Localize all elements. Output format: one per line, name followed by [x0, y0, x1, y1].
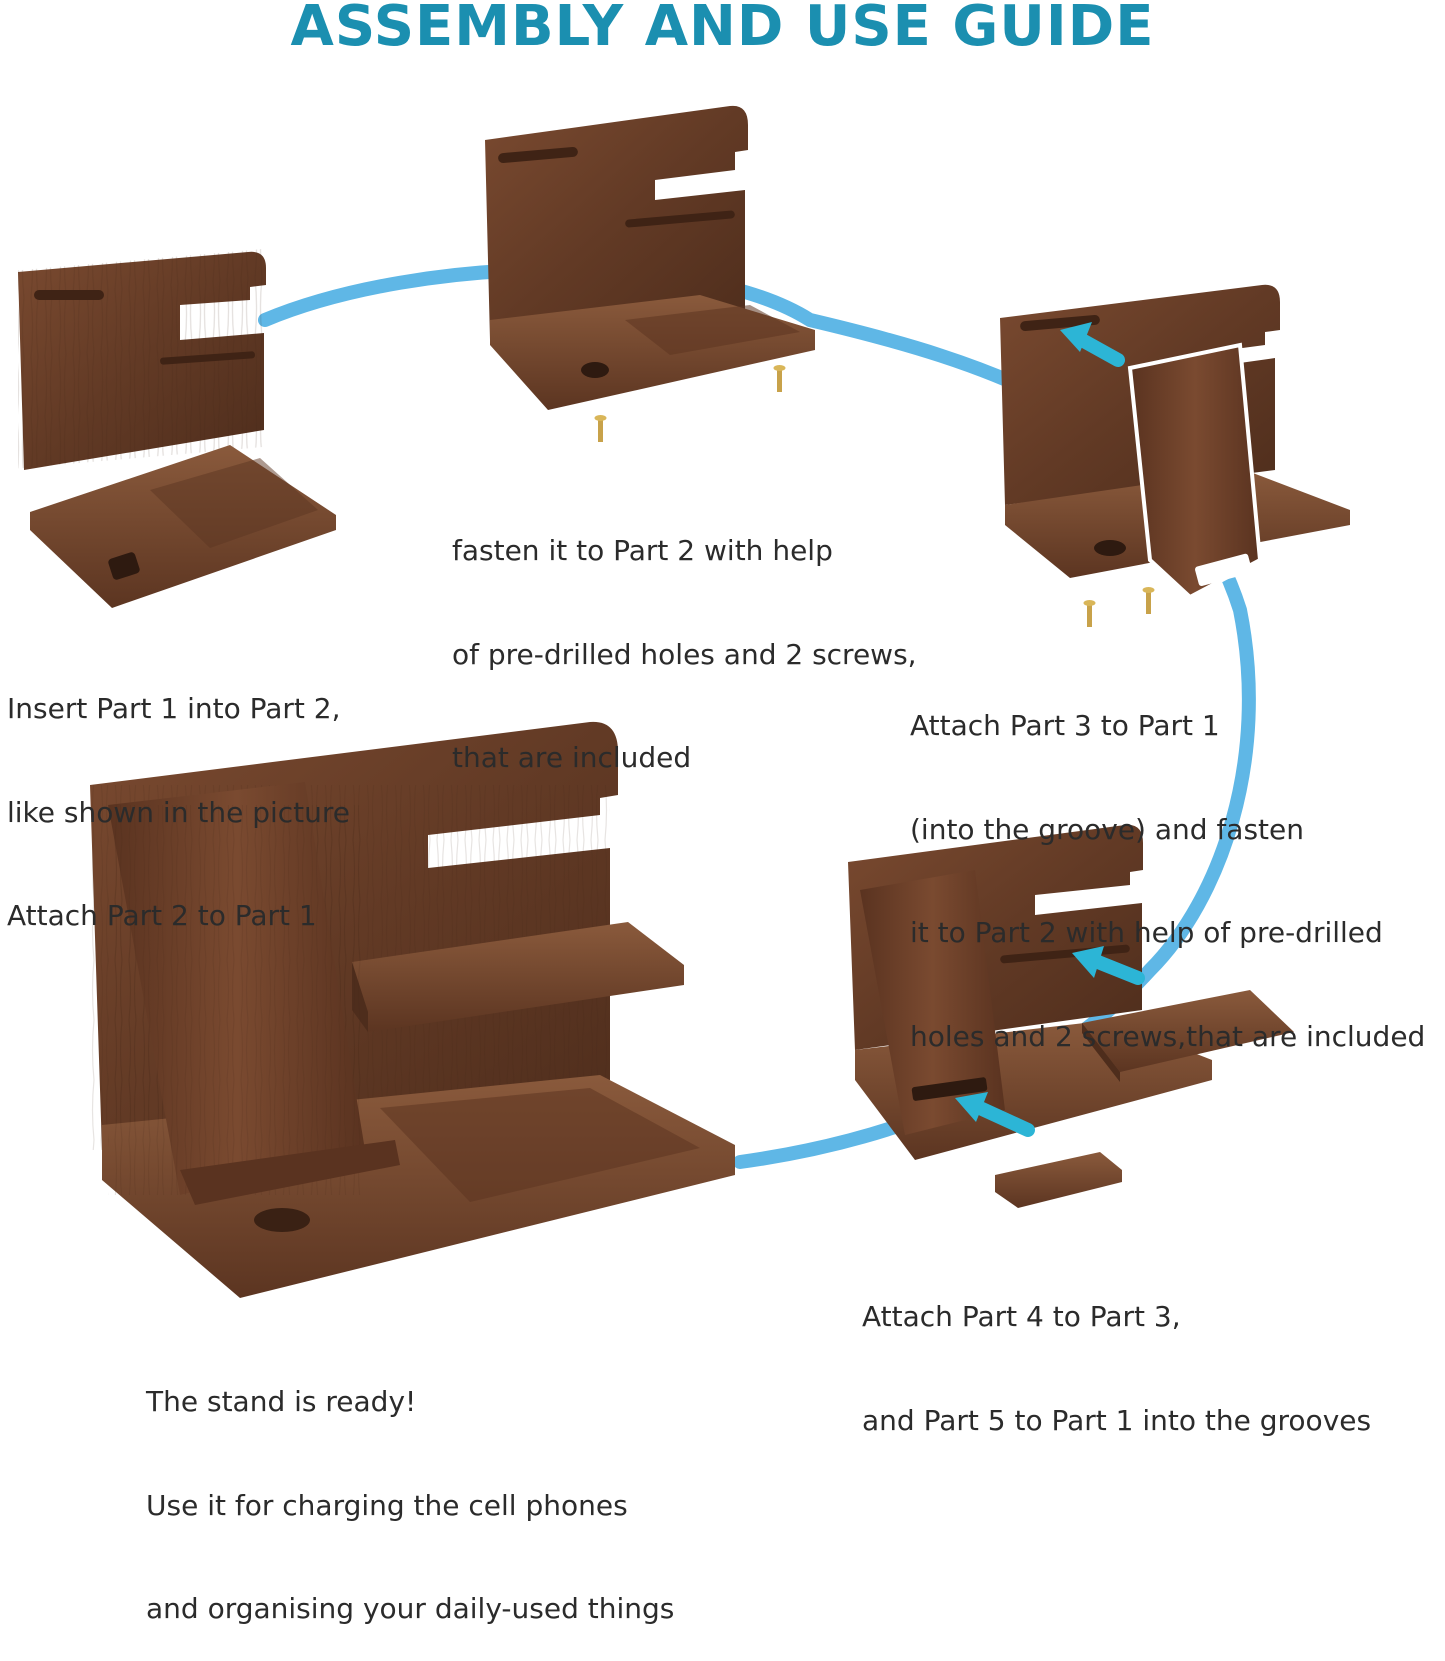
part-1-slot-top [34, 290, 104, 300]
caption-line: The stand is ready! [146, 1385, 417, 1418]
step-3-illustration [1000, 284, 1350, 627]
arrow-icon [955, 1092, 1035, 1137]
part-5-clip [995, 1152, 1122, 1208]
step-3-caption: Attach Part 3 to Part 1 (into the groove… [910, 640, 1425, 1089]
caption-line: Attach Part 2 to Part 1 [7, 899, 317, 932]
slot-top [498, 146, 578, 164]
caption-line: that are included [452, 741, 692, 774]
step-4-illustration [848, 824, 1294, 1208]
caption-line: Attach Part 3 to Part 1 [910, 709, 1220, 742]
page-title: ASSEMBLY AND USE GUIDE [290, 0, 1155, 59]
caption-line: like shown in the picture [7, 795, 350, 829]
caption-line: it to Part 2 with help of pre-drilled [910, 916, 1383, 949]
caption-line: (into the groove) and fasten [910, 812, 1304, 846]
step-5-illustration [90, 721, 735, 1298]
arrow-icon [1060, 322, 1125, 367]
part-2-tray [30, 445, 336, 608]
step-1-caption: Insert Part 1 into Part 2, like shown in… [7, 623, 350, 968]
phone-holder [860, 870, 1005, 1135]
slot-top [1020, 314, 1100, 332]
screw-icon [1083, 600, 1096, 627]
part-1-slot-mid [160, 351, 255, 365]
step-1-illustration [18, 248, 336, 608]
assembled-back-board [485, 105, 748, 341]
screw-icon [594, 415, 607, 442]
caption-line: and Part 5 to Part 1 into the grooves [862, 1403, 1372, 1437]
finished-phone-clip [180, 1140, 400, 1205]
screw-icon [773, 365, 786, 392]
tray-hole [108, 552, 140, 580]
caption-line: and organising your daily-used things [146, 1592, 675, 1625]
caption-line: Attach Part 4 to Part 3, [862, 1300, 1181, 1333]
step-4-caption: Attach Part 4 to Part 3, and Part 5 to P… [862, 1231, 1371, 1473]
caption-line: Use it for charging the cell phones [146, 1488, 628, 1522]
arrow-icon [1072, 946, 1145, 985]
step-2-caption: fasten it to Part 2 with help of pre-dri… [452, 465, 917, 810]
screw-icon [1142, 587, 1155, 614]
tray-hole [581, 362, 609, 378]
caption-line: Insert Part 1 into Part 2, [7, 692, 341, 725]
part-4-shelf [1082, 990, 1294, 1072]
caption-line: fasten it to Part 2 with help [452, 534, 833, 567]
slot-mid [625, 210, 735, 228]
step-5-caption: The stand is ready! Use it for charging … [146, 1316, 674, 1661]
finished-shelf [352, 922, 684, 1032]
caption-line: holes and 2 screws,that are included [910, 1019, 1426, 1053]
step-2-illustration [485, 105, 815, 442]
assembly-diagram [18, 105, 1350, 1298]
caption-line: of pre-drilled holes and 2 screws, [452, 637, 917, 671]
tray-hole [1094, 540, 1126, 556]
tray-hole [254, 1208, 310, 1232]
